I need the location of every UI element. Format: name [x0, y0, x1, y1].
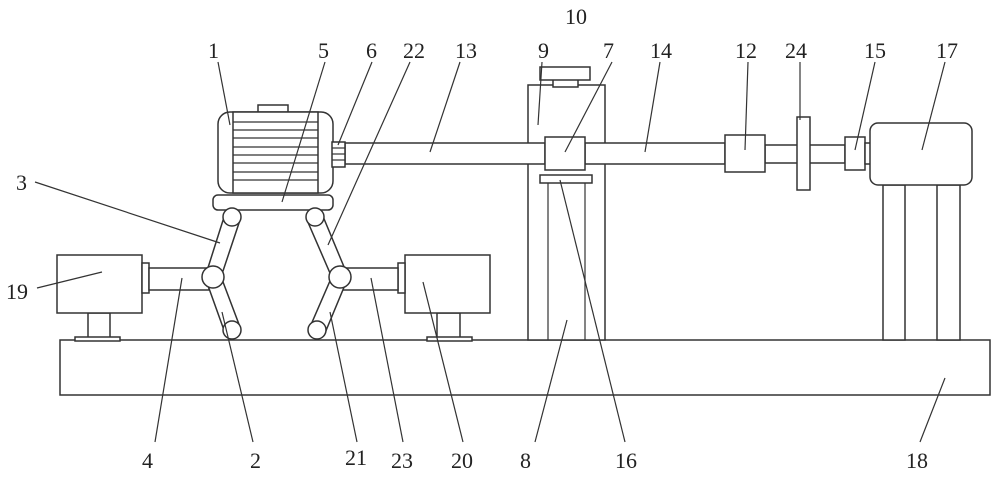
label-13: 13	[455, 38, 477, 63]
motor-base-5	[212, 194, 334, 211]
base-plate	[59, 339, 991, 396]
shaft-13	[344, 142, 546, 165]
label-22: 22	[403, 38, 425, 63]
label-16: 16	[615, 448, 637, 473]
label-19: 19	[6, 279, 28, 304]
cylinder-20	[404, 254, 491, 314]
label-21: 21	[345, 445, 367, 470]
motor-17	[869, 122, 973, 186]
cylinder-19	[56, 254, 143, 314]
label-9: 9	[538, 38, 549, 63]
label-5: 5	[318, 38, 329, 63]
coupling-15	[844, 136, 866, 171]
label-18: 18	[906, 448, 928, 473]
column	[527, 84, 606, 341]
motor-leg	[936, 184, 961, 341]
label-24: 24	[785, 38, 807, 63]
label-14: 14	[650, 38, 672, 63]
label-4: 4	[142, 448, 153, 473]
label-12: 12	[735, 38, 757, 63]
support-16	[539, 174, 593, 184]
label-10: 10	[565, 4, 587, 29]
label-3: 3	[16, 170, 27, 195]
label-17: 17	[936, 38, 958, 63]
shaft-14	[584, 142, 726, 165]
label-8: 8	[520, 448, 531, 473]
label-7: 7	[603, 38, 614, 63]
motor-leg	[882, 184, 906, 341]
disk-24	[796, 116, 811, 191]
label-1: 1	[208, 38, 219, 63]
label-6: 6	[366, 38, 377, 63]
knob	[539, 66, 591, 81]
rod-4	[148, 267, 210, 291]
label-20: 20	[451, 448, 473, 473]
slider-block-7	[544, 136, 586, 171]
label-23: 23	[391, 448, 413, 473]
label-15: 15	[864, 38, 886, 63]
label-2: 2	[250, 448, 261, 473]
